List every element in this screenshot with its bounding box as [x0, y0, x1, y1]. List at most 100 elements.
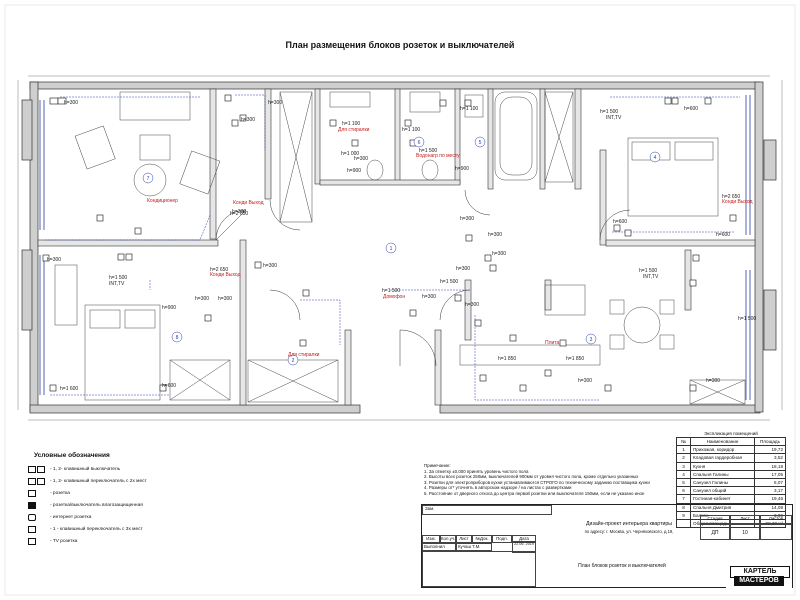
svg-text:4: 4 — [654, 155, 657, 161]
svg-text:h=2 650: h=2 650 — [722, 194, 740, 200]
svg-text:h=300: h=300 — [47, 257, 61, 263]
legend-item: - розетка/выключатель влагозащищенная — [28, 499, 228, 511]
plan-annotations: h=1 500 INT,TV h=1 500 INT,TV h=1 500 IN… — [47, 100, 756, 392]
svg-text:h=1 500: h=1 500 — [639, 268, 657, 274]
room-marker-4: 4 — [649, 151, 661, 163]
tv-socket-icon — [28, 537, 50, 546]
legend: Условные обозначения - 1, 2- клавишный в… — [28, 452, 228, 547]
svg-text:h=300: h=300 — [268, 100, 282, 106]
legend-item: - интернет розетка — [28, 511, 228, 523]
door-swings — [215, 189, 631, 367]
svg-text:h=900: h=900 — [347, 168, 361, 174]
svg-text:2: 2 — [292, 358, 295, 364]
svg-text:h=300: h=300 — [241, 117, 255, 123]
svg-text:h=1 850: h=1 850 — [566, 356, 584, 362]
svg-text:h=600: h=600 — [613, 219, 627, 225]
legend-item: - 1, 2- клавишный выключатель — [28, 463, 228, 475]
rooms-table-title: Экспликация помещений — [704, 431, 758, 436]
svg-text:h=1 100: h=1 100 — [342, 121, 360, 127]
sheet-title: План блоков розеток и выключателей — [578, 563, 666, 569]
note-item: 2. Высоты всех розеток 250мм, выключател… — [424, 474, 639, 480]
svg-text:h=2 650: h=2 650 — [230, 211, 248, 217]
furniture — [54, 91, 746, 405]
page-title: План размещения блоков розеток и выключа… — [285, 40, 515, 50]
table-header-row: № Наименование Площадь — [676, 436, 786, 447]
svg-text:Водонагр по месту: Водонагр по месту — [416, 153, 460, 159]
svg-text:1: 1 — [390, 246, 393, 252]
interior-walls — [37, 88, 756, 406]
room-marker-7: 7 — [142, 172, 154, 184]
notes-title: Примечание: — [424, 463, 451, 468]
socket-symbols — [42, 94, 737, 392]
svg-text:Конди Выход: Конди Выход — [233, 200, 264, 206]
waterproof-socket-icon — [28, 501, 50, 510]
tv-label-bedroom4-h: h=1 500 — [600, 109, 618, 115]
dimension-lines — [17, 75, 783, 421]
svg-text:h=1 500: h=1 500 — [738, 316, 756, 322]
note-item: 3. Розетки для электроприборов кухни уст… — [424, 479, 650, 485]
room-marker-5: 5 — [474, 136, 486, 148]
project-address: по адресу: г. Москва, ул. Черняховского,… — [584, 529, 674, 534]
svg-text:h=300: h=300 — [706, 378, 720, 384]
room-marker-8: 8 — [171, 331, 183, 343]
legend-item: - TV розетка — [28, 535, 228, 547]
svg-text:h=1 600: h=1 600 — [60, 386, 78, 392]
svg-text:h=1 000: h=1 000 — [341, 151, 359, 157]
svg-text:5: 5 — [479, 140, 482, 146]
svg-text:h=300: h=300 — [578, 378, 592, 384]
svg-text:h=900: h=900 — [455, 166, 469, 172]
legend-title: Условные обозначения — [34, 452, 110, 459]
svg-text:Кондиционер: Кондиционер — [147, 198, 178, 204]
room-markers: 1 2 3 4 5 6 7 8 — [142, 136, 661, 366]
windows — [39, 95, 751, 400]
svg-text:INT,TV: INT,TV — [109, 281, 125, 287]
legend-item: - 1, 2- клавишный переключатель с 2х мес… — [28, 475, 228, 487]
notes: Примечание: 1. За отметку ±0,000 принять… — [424, 463, 674, 497]
room-marker-3: 3 — [585, 333, 597, 345]
svg-text:h=1 100: h=1 100 — [460, 106, 478, 112]
svg-text:h=300: h=300 — [195, 296, 209, 302]
note-item: 5. Расстояние от дверного откоса до цент… — [424, 490, 645, 496]
svg-text:h=300: h=300 — [456, 266, 470, 272]
tv-label-bedroom4: INT,TV — [606, 115, 622, 121]
stamp-change-label: Зам. — [422, 505, 552, 515]
svg-text:Плита: Плита — [545, 340, 560, 346]
svg-text:Для стиралки: Для стиралки — [338, 127, 370, 133]
exterior-walls — [21, 81, 777, 414]
svg-text:7: 7 — [147, 176, 150, 182]
project-title: Дизайн-проект интерьера квартиры — [586, 521, 672, 527]
room-marker-2: 2 — [287, 354, 299, 366]
two-way-switch-icon — [28, 477, 50, 486]
svg-text:h=300: h=300 — [460, 216, 474, 222]
svg-text:h=300: h=300 — [64, 100, 78, 106]
svg-text:h=300: h=300 — [492, 251, 506, 257]
svg-text:h=1 500: h=1 500 — [440, 279, 458, 285]
svg-text:6: 6 — [418, 140, 421, 146]
svg-text:h=1 100: h=1 100 — [402, 127, 420, 133]
svg-text:h=1 850: h=1 850 — [498, 356, 516, 362]
svg-text:Конди Выход: Конди Выход — [722, 199, 753, 205]
company-logo: КАРТЕЛЬ МАСТЕРОВ — [726, 566, 792, 588]
three-way-switch-icon — [28, 525, 50, 534]
wiring-lines — [45, 94, 740, 401]
svg-text:h=600: h=600 — [684, 106, 698, 112]
svg-text:h=300: h=300 — [263, 263, 277, 269]
note-item: 1. За отметку ±0,000 принять уровень чис… — [424, 468, 529, 474]
svg-text:h=1 500: h=1 500 — [382, 288, 400, 294]
title-block: Зам. Изм. Кол.уч. Лист №Док. Подп. Дата … — [421, 504, 793, 588]
switch-icon — [28, 465, 50, 474]
svg-text:INT,TV: INT,TV — [643, 274, 659, 280]
svg-text:h=300: h=300 — [232, 209, 246, 215]
svg-text:h=300: h=300 — [488, 232, 502, 238]
svg-text:h=300: h=300 — [218, 296, 232, 302]
svg-text:h=2 650: h=2 650 — [210, 267, 228, 273]
svg-text:h=300: h=300 — [422, 294, 436, 300]
svg-text:h=300: h=300 — [354, 156, 368, 162]
